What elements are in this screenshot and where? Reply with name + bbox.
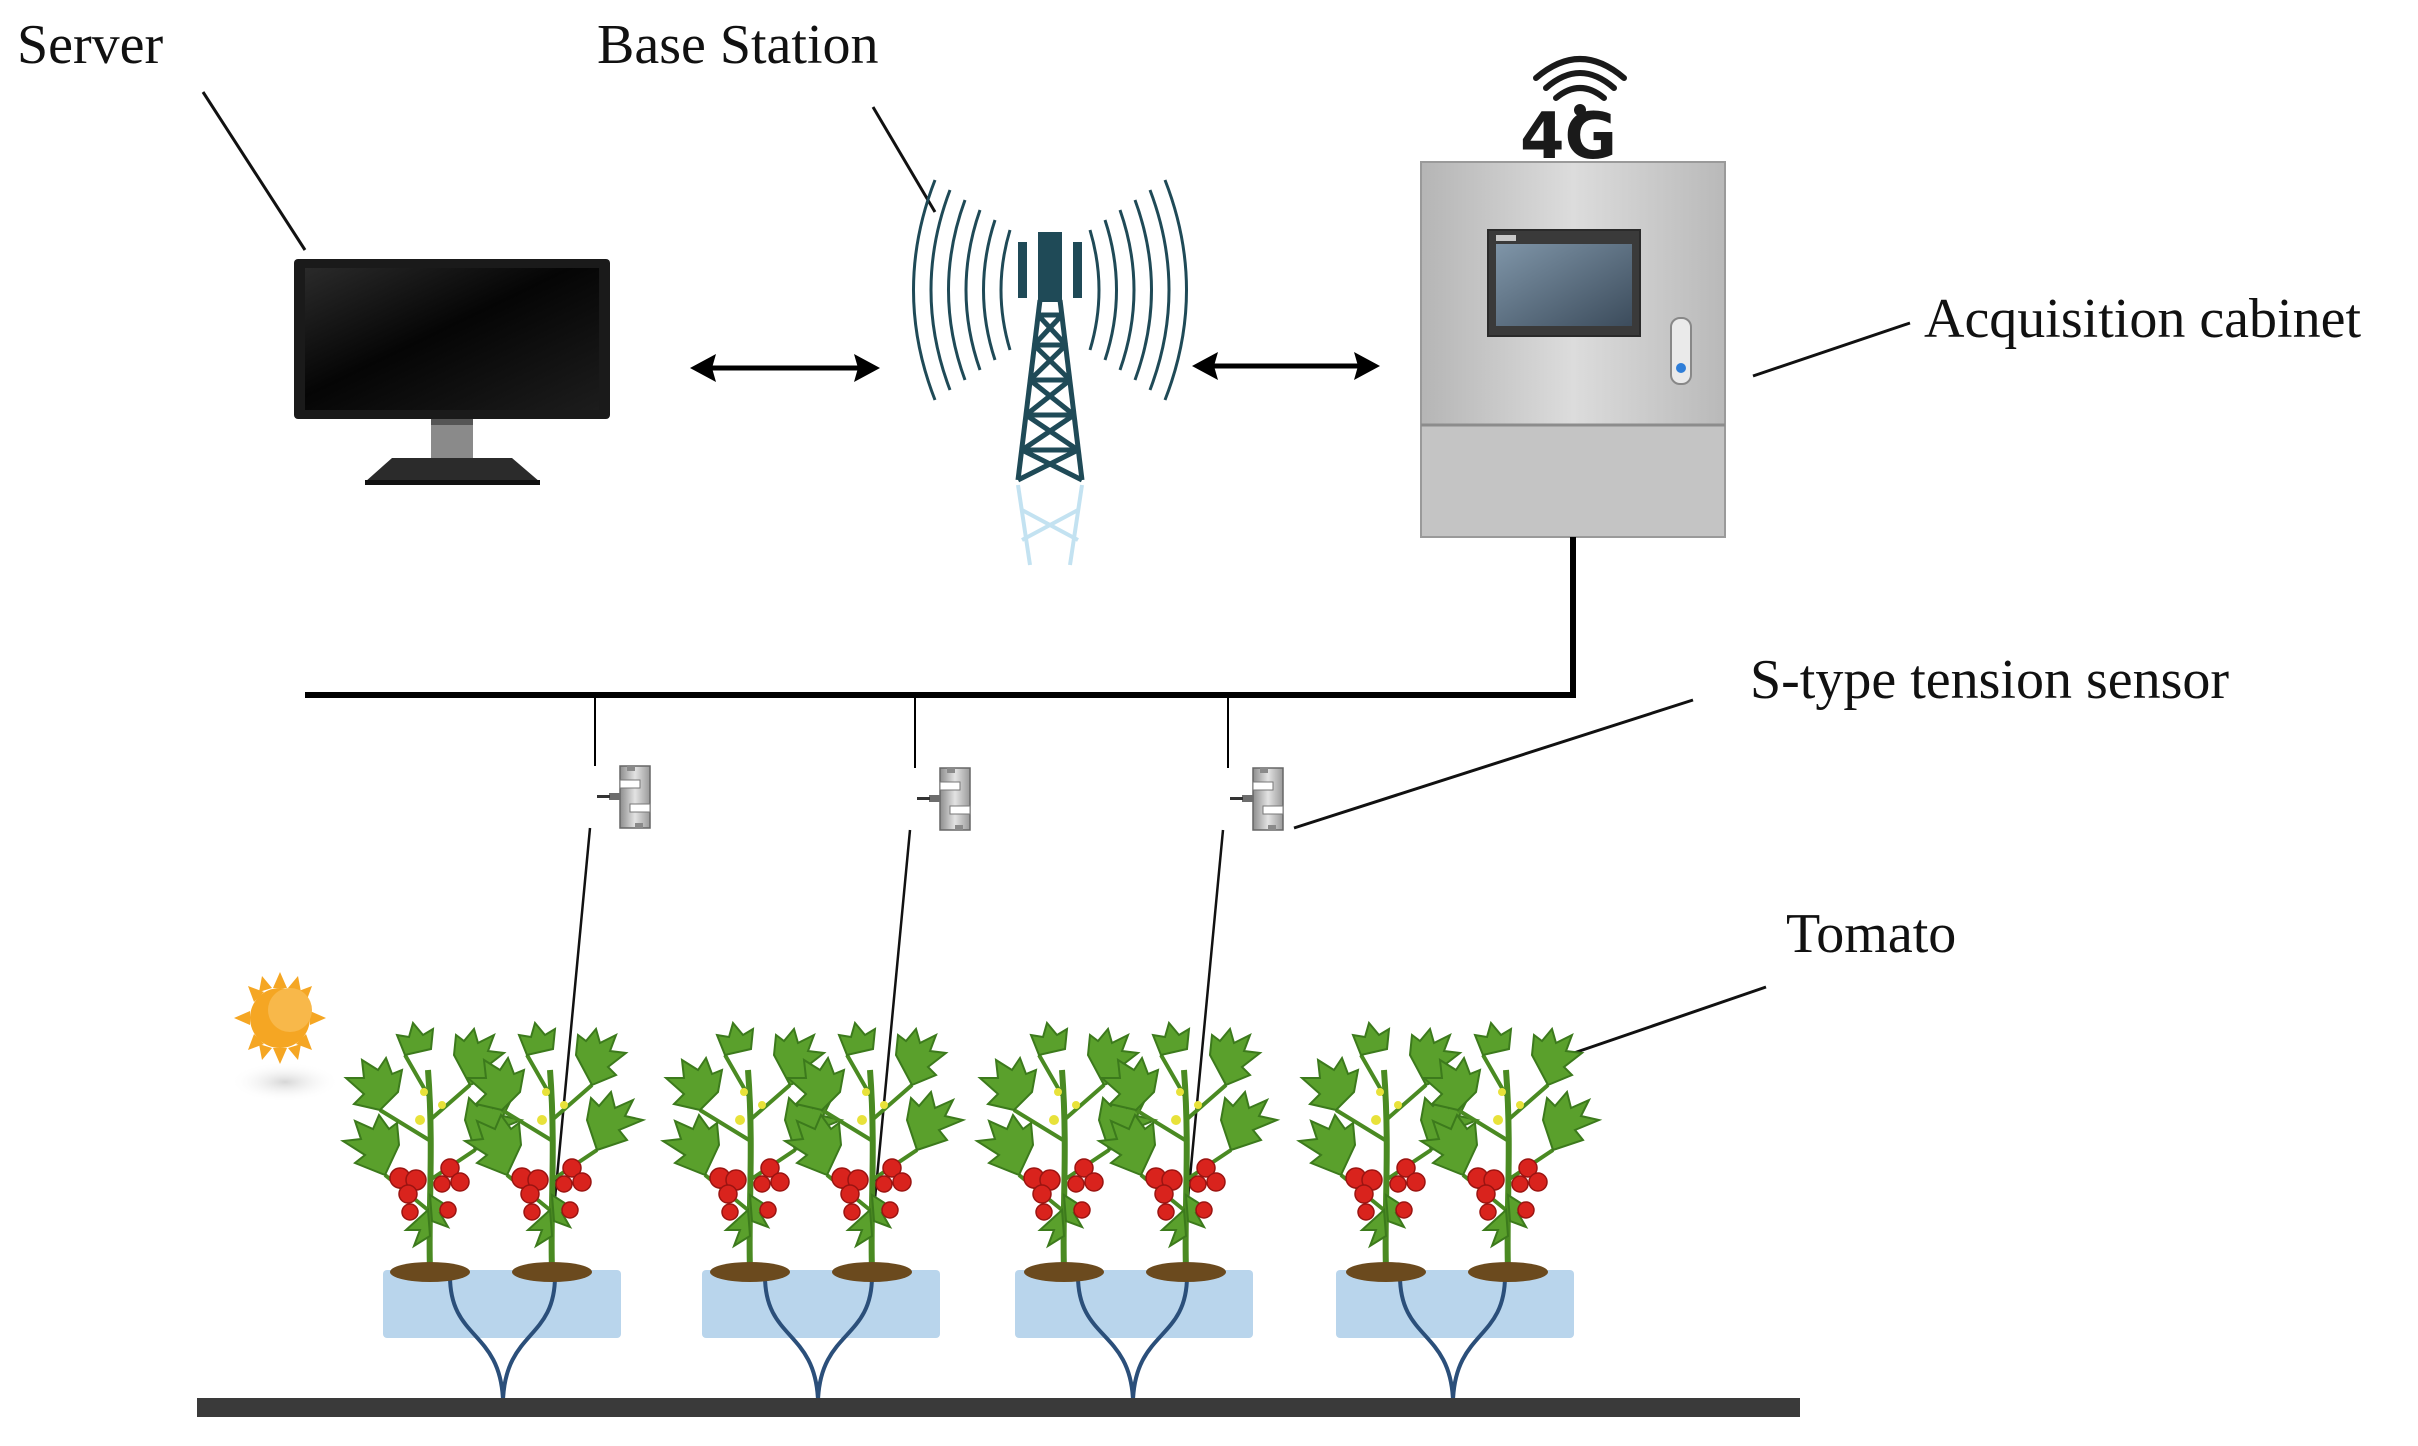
hydroponic-trays: [383, 1270, 1574, 1338]
s-type-load-cell-icon-1: [596, 765, 651, 829]
server-leader-line: [201, 91, 307, 251]
irrigation-pipes: [448, 1275, 1507, 1401]
tower-cabinet-link-arrow: [1192, 352, 1380, 380]
tomato-leader-line: [1567, 985, 1767, 1057]
tension-sensor-label: S-type tension sensor: [1750, 649, 2229, 711]
sun-icon: [230, 972, 340, 1102]
ground-rail: [197, 1398, 1800, 1417]
cabinet-leader-line: [1752, 321, 1911, 378]
sensor-leader-line: [1293, 698, 1694, 830]
server-label: Server: [17, 14, 164, 76]
tomato-plants: [343, 1023, 1599, 1282]
wifi-signal-icon: [1533, 56, 1627, 116]
base-station-leader-line: [871, 106, 937, 213]
s-type-load-cell-icon-3: [1229, 767, 1284, 831]
control-cabinet-icon: [1420, 161, 1726, 538]
cell-tower-icon: [912, 179, 1188, 566]
tomato-label: Tomato: [1786, 903, 1956, 965]
base-station-label: Base Station: [597, 14, 879, 76]
leader-lines: [201, 91, 1911, 1057]
wiring-bus: [305, 537, 1576, 768]
monitor-icon: [294, 259, 610, 485]
server-tower-link-arrow: [690, 354, 880, 382]
s-type-load-cell-icon-2: [916, 767, 971, 831]
acquisition-cabinet-label: Acquisition cabinet: [1924, 288, 2361, 350]
suspension-strings: [550, 827, 1225, 1231]
